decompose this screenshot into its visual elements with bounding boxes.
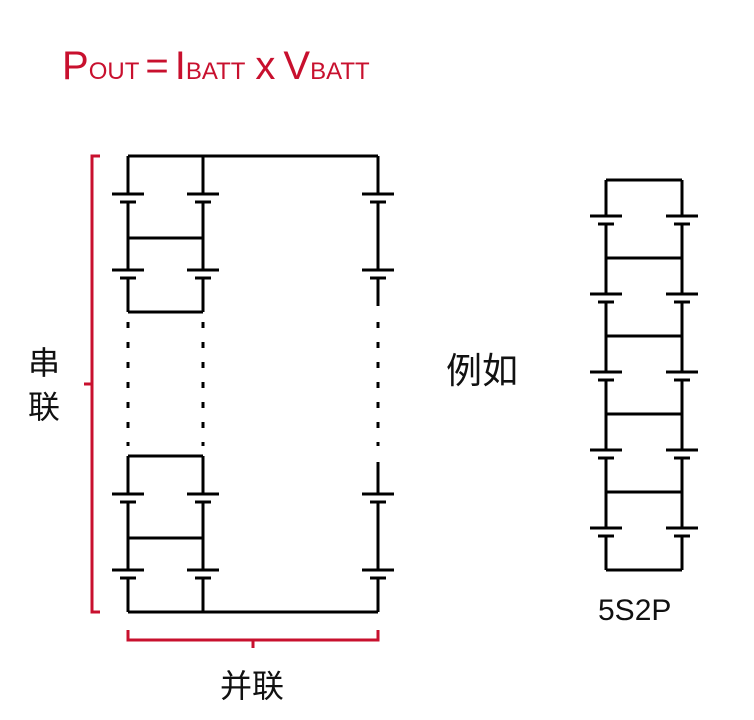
general-circuit xyxy=(112,154,394,614)
formula-p-sub: OUT xyxy=(89,58,140,85)
formula-i-sub: BATT xyxy=(186,58,246,85)
series-label-char-2: 联 xyxy=(28,388,60,426)
parallel-bracket xyxy=(126,630,380,648)
formula-v-sub: BATT xyxy=(310,58,370,85)
parallel-label: 并联 xyxy=(220,667,284,705)
example-5s2p-circuit xyxy=(590,178,698,572)
formula-v: V xyxy=(283,44,310,88)
formula-i: I xyxy=(175,44,186,88)
series-label-char-1: 串 xyxy=(28,344,60,382)
formula-equals: = xyxy=(145,44,168,88)
formula-p: P xyxy=(62,44,89,88)
config-label: 5S2P xyxy=(598,594,671,627)
formula-times: x xyxy=(255,44,275,88)
example-label: 例如 xyxy=(446,351,518,392)
series-bracket xyxy=(84,154,100,614)
